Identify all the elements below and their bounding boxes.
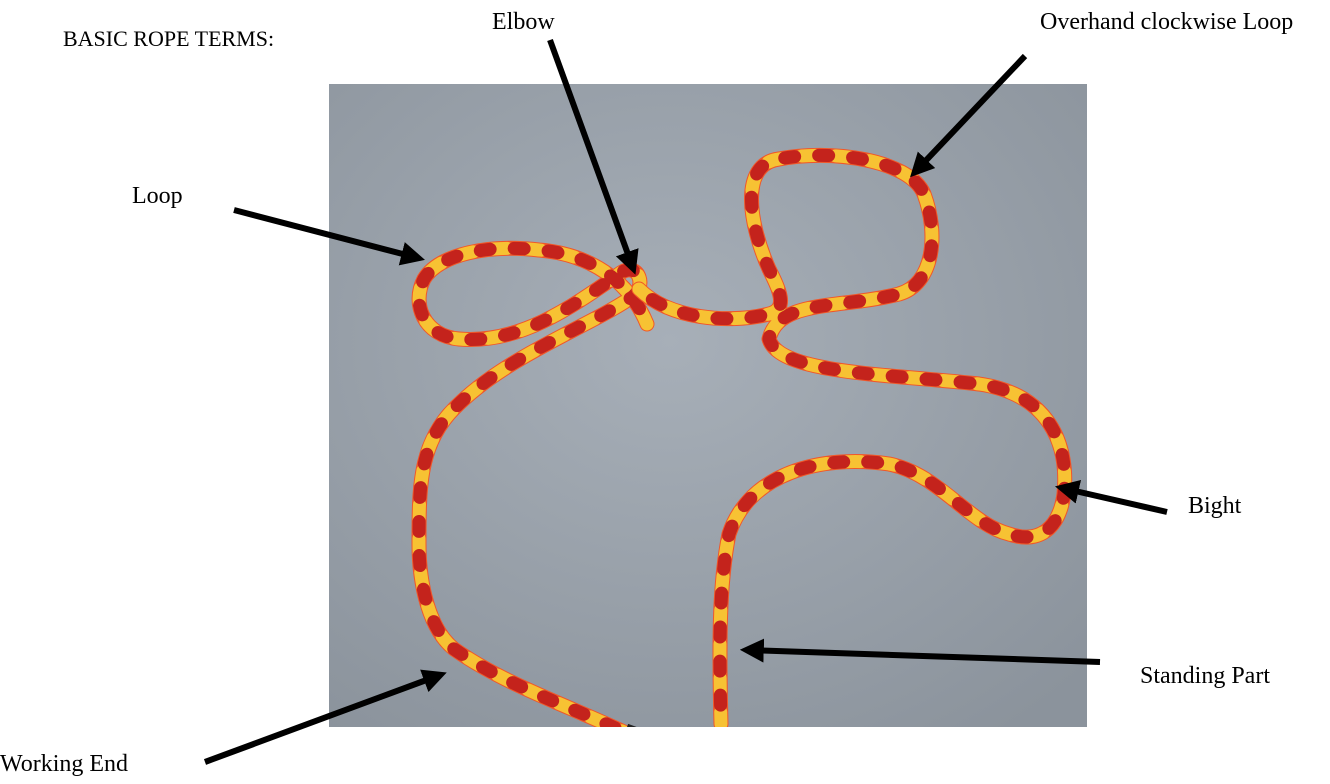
label-loop: Loop [132, 184, 183, 208]
label-standing-part: Standing Part [1140, 664, 1270, 688]
label-overhand-clockwise-loop: Overhand clockwise Loop [1040, 10, 1293, 34]
rope-photo [329, 84, 1087, 727]
label-elbow: Elbow [492, 10, 555, 34]
diagram-title: BASIC ROPE TERMS: [63, 28, 274, 50]
label-bight: Bight [1188, 494, 1241, 518]
label-working-end: Working End [0, 752, 128, 776]
